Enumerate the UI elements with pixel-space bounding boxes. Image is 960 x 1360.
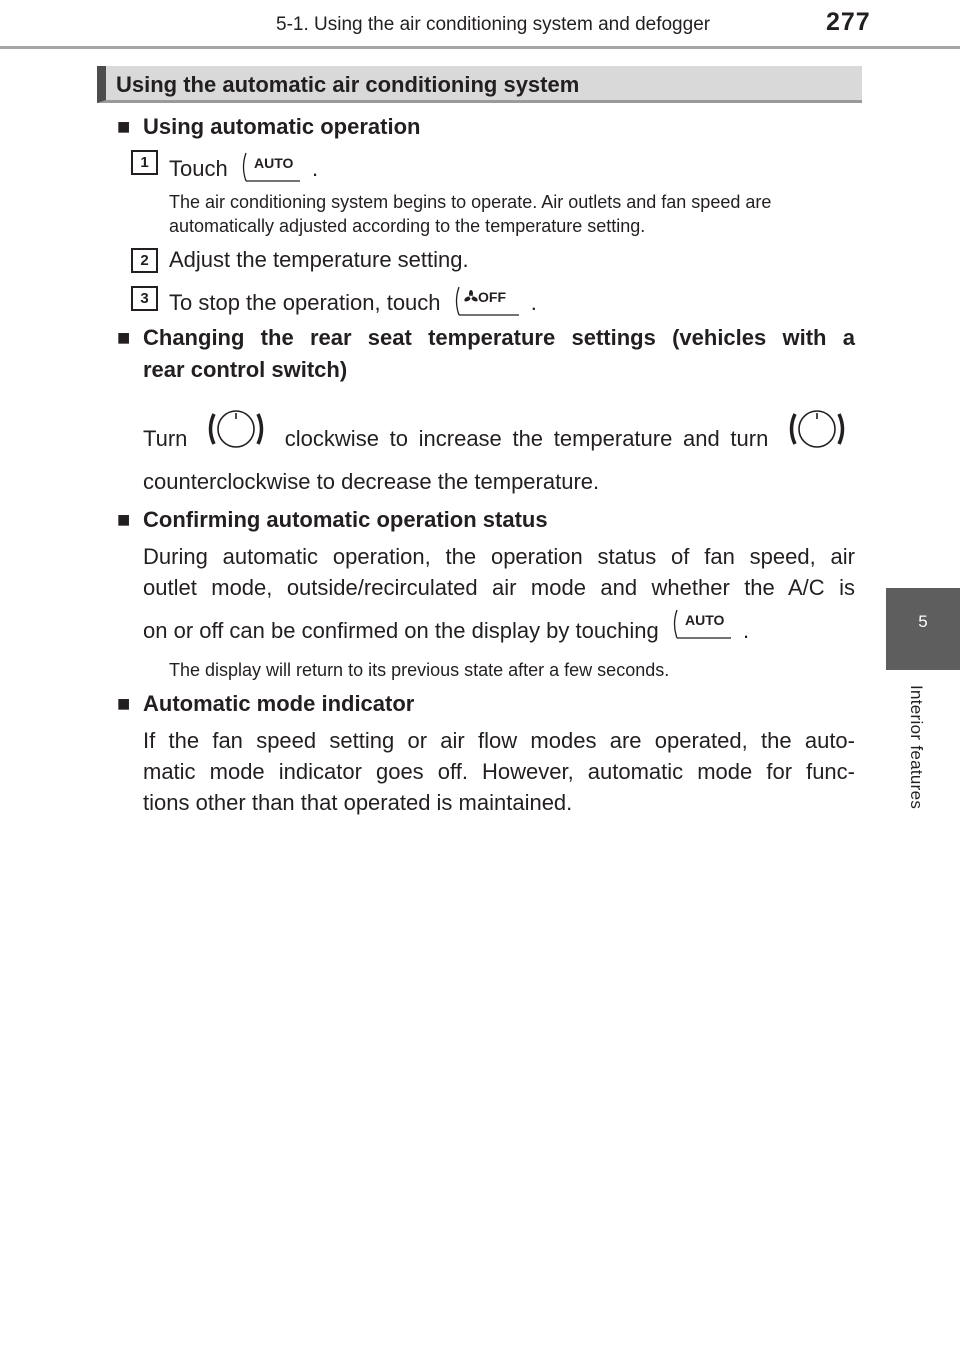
off-label: OFF [478,289,506,305]
rear-dial-instruction-line-1: Turn clockwise to increase the temperatu… [143,406,855,474]
chapter-label: Interior features [907,685,926,810]
page-number: 277 [826,8,871,36]
bullet-square-icon: ■ [117,507,131,532]
status-paragraph-line-2: outlet mode, outside/recirculated air mo… [143,575,855,600]
chapter-tab[interactable]: 5 [886,588,960,670]
status-paragraph-line-1: During automatic operation, the operatio… [143,544,855,569]
fan-icon [463,290,478,302]
subheading-automatic-operation: ■Using automatic operation [117,114,421,139]
header-divider [0,46,960,49]
bullet-square-icon: ■ [117,325,131,350]
auto-label: AUTO [254,155,294,171]
auto-button-icon: AUTO [669,607,733,657]
section-heading-bar: Using the automatic air conditioning sys… [97,66,862,103]
indicator-paragraph-line-1: If the fan speed setting or air flow mod… [143,728,855,753]
auto-label: AUTO [685,612,725,628]
bullet-square-icon: ■ [117,114,131,139]
chapter-number: 5 [918,612,928,631]
step-2-text: Adjust the temperature setting. [169,247,469,272]
step-number: 1 [131,150,158,175]
subheading-confirming-status: ■Confirming automatic operation status [117,507,548,532]
rear-temperature-dial-icon [206,406,266,474]
indicator-paragraph-line-2: matic mode indicator goes off. However, … [143,759,855,784]
fan-off-button-icon: OFF [451,284,521,324]
step-3-text: To stop the operation, touch OFF . [169,284,537,324]
status-paragraph-line-3: on or off can be confirmed on the displa… [143,607,855,657]
step-number: 2 [131,248,158,273]
note-display-return: The display will return to its previous … [169,660,670,680]
subheading-rear-seat-temperature: ■Changing the rear seat temperature sett… [117,322,855,386]
subheading-mode-indicator: ■Automatic mode indicator [117,691,415,716]
auto-button-icon: AUTO [238,150,302,190]
note-auto-start: The air conditioning system begins to op… [169,192,772,236]
indicator-paragraph-line-3: tions other than that operated is mainta… [143,790,573,815]
rear-temperature-dial-icon [787,406,847,474]
step-number: 3 [131,286,158,311]
rear-dial-instruction-line-2: counterclockwise to decrease the tempera… [143,469,600,494]
section-title: Using the automatic air conditioning sys… [116,72,580,97]
running-header: 5-1. Using the air conditioning system a… [276,14,711,35]
step-1-text: Touch AUTO . [169,150,318,190]
bullet-square-icon: ■ [117,691,131,716]
